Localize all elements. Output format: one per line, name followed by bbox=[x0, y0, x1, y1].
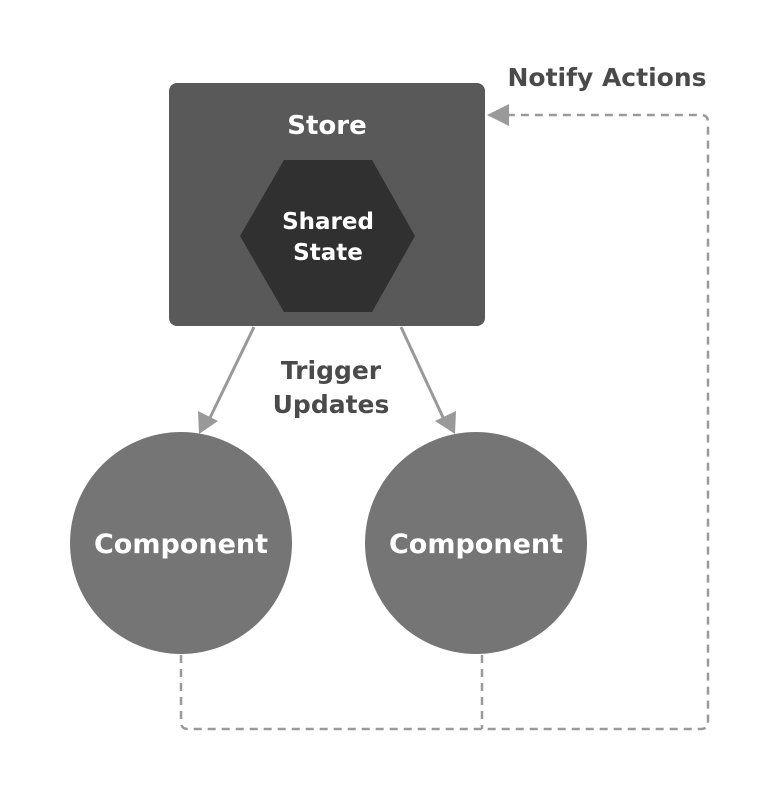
shared-state-hexagon bbox=[240, 160, 415, 312]
shared-state-label-line2: State bbox=[293, 240, 363, 266]
shared-state-label-line1: Shared bbox=[282, 209, 374, 235]
trigger-arrow-left bbox=[204, 326, 256, 427]
component-label-right: Component bbox=[389, 529, 563, 560]
trigger-updates-label-line2: Updates bbox=[273, 390, 390, 419]
store-label: Store bbox=[287, 111, 366, 141]
notify-arrowhead bbox=[487, 104, 509, 126]
trigger-arrowhead-right bbox=[435, 411, 456, 434]
notify-actions-label: Notify Actions bbox=[507, 63, 706, 92]
trigger-arrow-right bbox=[399, 326, 449, 427]
trigger-arrowhead-left bbox=[198, 411, 218, 434]
component-circle-right bbox=[365, 432, 587, 654]
component-label-left: Component bbox=[94, 529, 268, 560]
notify-dashed-path-left bbox=[179, 113, 710, 731]
trigger-updates-label-line1: Trigger bbox=[281, 356, 382, 385]
component-circle-left bbox=[70, 432, 292, 654]
